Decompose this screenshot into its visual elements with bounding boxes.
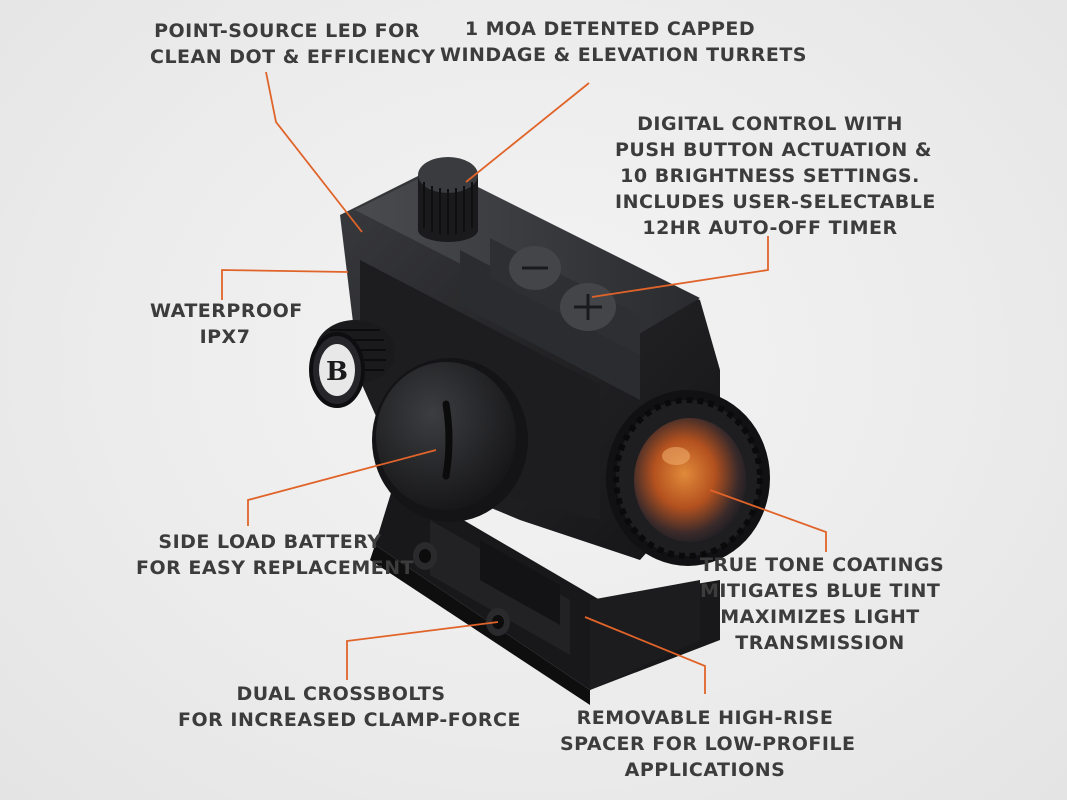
leader-coatings xyxy=(709,489,827,552)
callout-spacer-line-2: SPACER FOR LOW-PROFILE xyxy=(560,733,856,755)
callout-digital-line-1: DIGITAL CONTROL WITH xyxy=(637,113,903,135)
crossbolt-upper xyxy=(413,542,437,570)
callout-coatings-line-1: TRUE TONE COATINGS xyxy=(700,554,945,576)
brightness-minus-button xyxy=(509,246,561,290)
windage-turret: B xyxy=(309,320,395,408)
battery-cap xyxy=(372,358,528,522)
callout-led: POINT-SOURCE LED FOR CLEAN DOT & EFFICIE… xyxy=(150,18,436,70)
leader-lines xyxy=(221,71,827,694)
leader-crossbolts xyxy=(346,621,499,680)
callout-crossbolts-line-2: FOR INCREASED CLAMP-FORCE xyxy=(178,709,521,731)
callout-led-line-1: POINT-SOURCE LED FOR xyxy=(154,20,420,42)
leader-digital xyxy=(591,236,769,298)
callout-battery-line-1: SIDE LOAD BATTERY xyxy=(158,531,382,553)
callout-crossbolts-line-1: DUAL CROSSBOLTS xyxy=(236,683,446,705)
callout-spacer: REMOVABLE HIGH-RISE SPACER FOR LOW-PROFI… xyxy=(560,705,856,783)
callout-digital-line-2: PUSH BUTTON ACTUATION & xyxy=(615,139,932,161)
callout-battery-line-2: FOR EASY REPLACEMENT xyxy=(136,557,415,579)
callout-turrets: 1 MOA DETENTED CAPPED WINDAGE & ELEVATIO… xyxy=(440,16,807,68)
callout-crossbolts: DUAL CROSSBOLTS FOR INCREASED CLAMP-FORC… xyxy=(178,681,521,733)
callout-battery: SIDE LOAD BATTERY FOR EASY REPLACEMENT xyxy=(136,529,415,581)
leader-waterproof xyxy=(221,269,349,300)
callout-coatings-line-4: TRANSMISSION xyxy=(735,632,905,654)
brand-logo: B xyxy=(326,357,348,387)
callout-waterproof: WATERPROOF IPX7 xyxy=(150,298,303,350)
brightness-plus-button xyxy=(560,283,616,331)
callout-coatings: TRUE TONE COATINGS MITIGATES BLUE TINT M… xyxy=(700,552,945,656)
callout-digital-line-5: 12HR AUTO-OFF TIMER xyxy=(642,217,898,239)
leader-turrets xyxy=(465,82,590,183)
leader-spacer xyxy=(584,616,706,694)
callout-waterproof-line-1: WATERPROOF xyxy=(150,300,303,322)
callout-coatings-line-2: MITIGATES BLUE TINT xyxy=(700,580,941,602)
callout-coatings-line-3: MAXIMIZES LIGHT xyxy=(720,606,920,628)
callout-digital: DIGITAL CONTROL WITH PUSH BUTTON ACTUATI… xyxy=(615,111,936,241)
objective-lens xyxy=(606,390,770,566)
callout-spacer-line-3: APPLICATIONS xyxy=(624,759,786,781)
leader-led xyxy=(265,71,363,233)
leader-battery xyxy=(247,449,437,526)
callout-digital-line-4: INCLUDES USER-SELECTABLE xyxy=(615,191,936,213)
callout-digital-line-3: 10 BRIGHTNESS SETTINGS. xyxy=(620,165,920,187)
callout-turrets-line-1: 1 MOA DETENTED CAPPED xyxy=(464,18,756,40)
callout-spacer-line-1: REMOVABLE HIGH-RISE xyxy=(576,707,834,729)
callout-turrets-line-2: WINDAGE & ELEVATION TURRETS xyxy=(440,44,807,66)
callout-waterproof-line-2: IPX7 xyxy=(199,326,251,348)
elevation-turret xyxy=(418,157,478,242)
callout-led-line-2: CLEAN DOT & EFFICIENCY xyxy=(150,46,436,68)
